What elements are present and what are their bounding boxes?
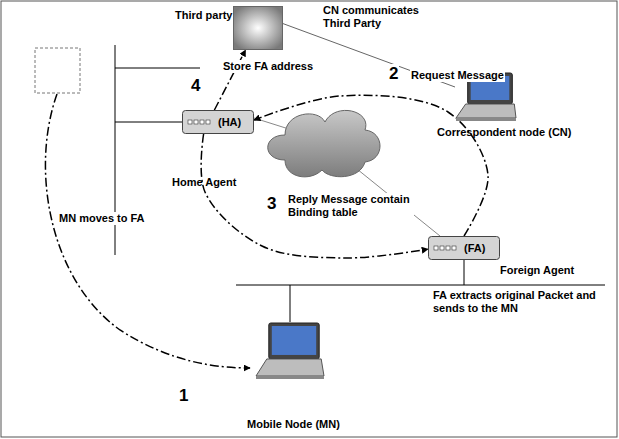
- router-box: (FA)Foreign Agent: [428, 236, 500, 260]
- message-arrow: [254, 95, 488, 236]
- edge-label: CN communicates Third Party: [322, 4, 436, 30]
- foreign-bus: [236, 285, 605, 286]
- node-label: (HA): [218, 116, 241, 129]
- edge-label: Store FA address: [222, 60, 314, 73]
- node-caption: Home Agent: [172, 176, 236, 189]
- server-icon: Third party: [233, 6, 283, 50]
- callout-number: 3: [266, 194, 277, 213]
- callout-number: 2: [388, 64, 399, 83]
- callout-number: 1: [178, 386, 189, 405]
- laptop-icon: Mobile Node (MN): [255, 322, 325, 380]
- message-arrow: [214, 50, 245, 110]
- note-text: MN moves to FA: [58, 212, 146, 225]
- node-caption: Correspondent node (CN): [437, 126, 571, 139]
- edge-label: Reply Message contain Binding table: [287, 193, 414, 219]
- node-label: (FA): [464, 242, 485, 255]
- node-shape: [255, 322, 325, 380]
- home-link: [115, 122, 182, 123]
- callout-number: 4: [190, 76, 201, 95]
- foreign-link: [464, 260, 465, 285]
- node-caption: Mobile Node (MN): [247, 418, 340, 431]
- router-box: (HA)Home Agent: [182, 110, 254, 134]
- node-shape: [233, 6, 283, 50]
- internet-cloud: [268, 110, 380, 176]
- node-caption: Foreign Agent: [500, 264, 574, 277]
- node-caption: Third party: [175, 9, 232, 22]
- message-arrow: [201, 134, 428, 258]
- edge-label: Request Message: [410, 69, 505, 82]
- movement-path: [45, 94, 250, 368]
- old-position-box: [35, 48, 80, 93]
- home-link: [115, 68, 200, 69]
- note-text: FA extracts original Packet and sends to…: [432, 289, 614, 315]
- foreign-link: [290, 285, 291, 322]
